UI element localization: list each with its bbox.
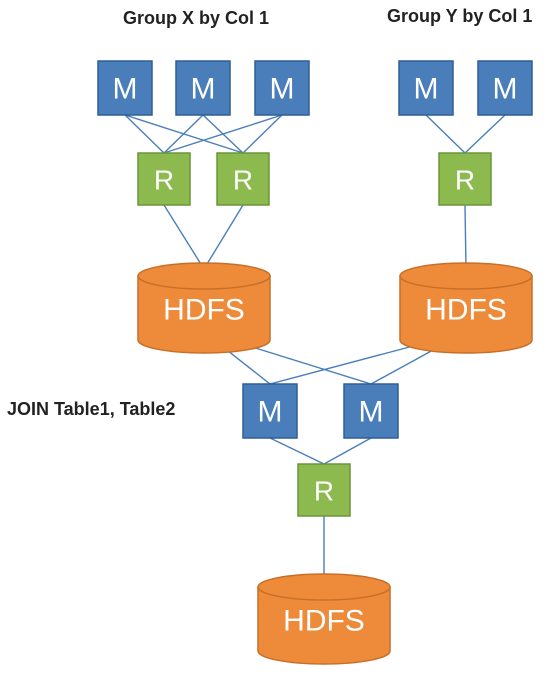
mapper-label: M [359, 396, 384, 429]
hdfs-cylinder: HDFS [257, 573, 391, 665]
hdfs-label: HDFS [163, 294, 245, 327]
mapper-label: M [493, 73, 518, 106]
hdfs-label: HDFS [425, 294, 507, 327]
mapper-box [97, 60, 153, 116]
group-y-label: Group Y by Col 1 [387, 6, 533, 26]
mapper-label: M [258, 396, 283, 429]
mapper-label: M [270, 73, 295, 106]
mapper-node: M [398, 60, 454, 116]
reducer-node: R [216, 152, 270, 206]
mapper-label: M [113, 73, 138, 106]
reducer-box [438, 152, 492, 206]
edge-m3-r2 [242, 114, 283, 154]
join-label: JOIN Table1, Table2 [7, 399, 176, 419]
edge-m5-r3 [464, 114, 506, 154]
hdfs-body [257, 586, 391, 665]
reducer-box [216, 152, 270, 206]
mapper-box [175, 60, 231, 116]
hdfs-body [137, 275, 271, 354]
reducer-label: R [455, 165, 475, 196]
reducer-label: R [233, 165, 253, 196]
reducer-node: R [137, 152, 191, 206]
mapper-node: M [97, 60, 153, 116]
mapper-node: M [242, 383, 298, 439]
mapper-box [477, 60, 533, 116]
reducer-box [297, 463, 351, 517]
reducer-box [137, 152, 191, 206]
edge-r1-h1 [163, 204, 205, 270]
mapper-box [242, 383, 298, 439]
hdfs-cylinder: HDFS [399, 262, 533, 354]
group-x-label: Group X by Col 1 [123, 8, 270, 28]
edge-m2-r1 [163, 114, 204, 154]
mapper-box [343, 383, 399, 439]
mapper-node: M [343, 383, 399, 439]
hdfs-cylinder: HDFS [137, 262, 271, 354]
edge-m7-r4 [323, 437, 372, 465]
edge-r3-h2 [464, 204, 467, 270]
mapper-node: M [477, 60, 533, 116]
mapper-node: M [254, 60, 310, 116]
mapper-node: M [175, 60, 231, 116]
mapper-box [398, 60, 454, 116]
edge-m4-r3 [425, 114, 466, 154]
hdfs-top [399, 262, 533, 290]
hdfs-label: HDFS [283, 605, 365, 638]
mapper-label: M [191, 73, 216, 106]
reducer-label: R [314, 476, 334, 507]
reducer-label: R [154, 165, 174, 196]
edge-r2-h1 [203, 204, 244, 270]
hdfs-body [399, 275, 533, 354]
mapper-label: M [414, 73, 439, 106]
reducer-node: R [297, 463, 351, 517]
edge-m6-r4 [269, 437, 325, 465]
edge-m1-r1 [124, 114, 165, 154]
reducer-node: R [438, 152, 492, 206]
hdfs-top [257, 573, 391, 601]
edge-m3-r1 [163, 114, 283, 154]
hdfs-top [137, 262, 271, 290]
mapper-box [254, 60, 310, 116]
